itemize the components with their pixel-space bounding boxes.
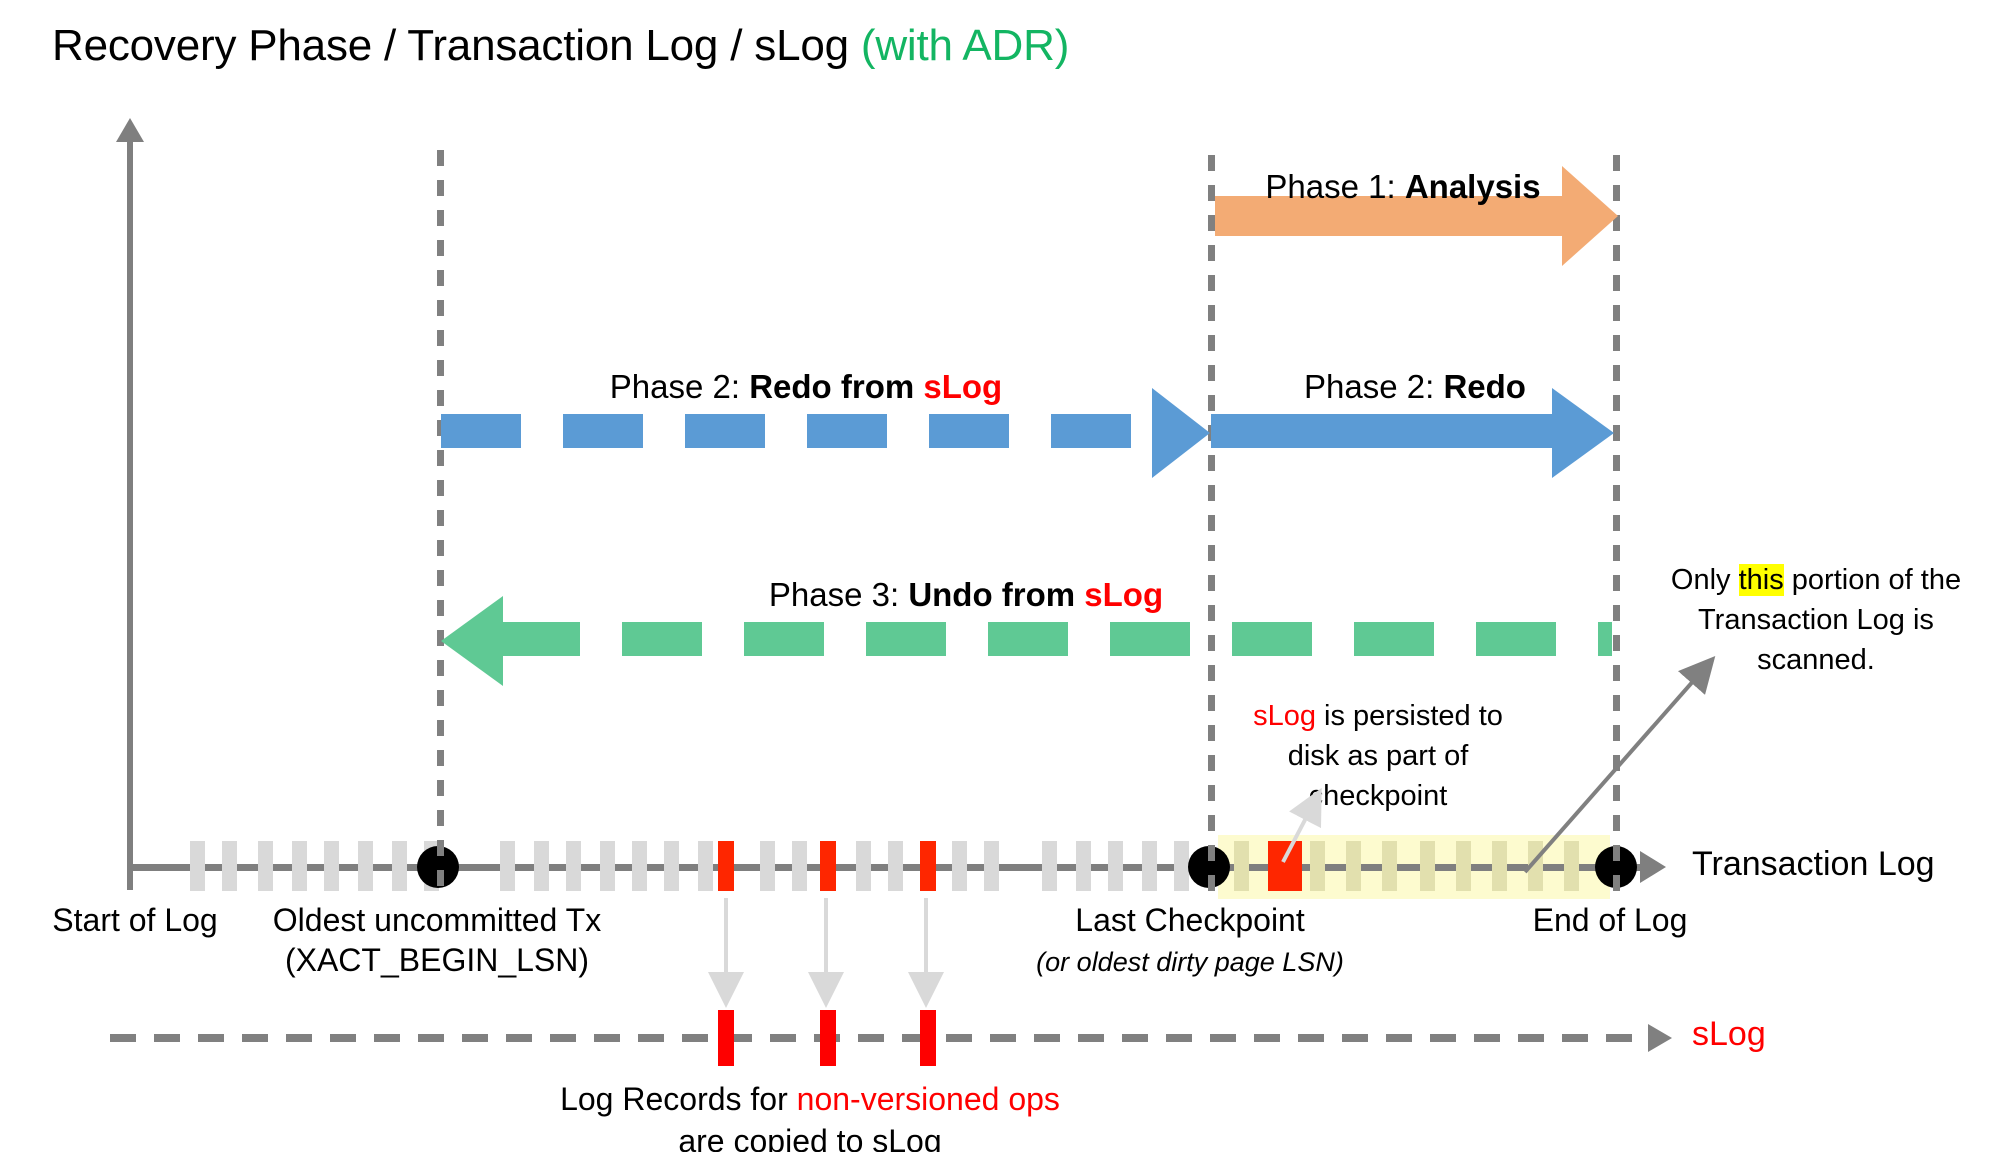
annotation-scanned-portion: Only this portion of the Transaction Log… [1646, 560, 1986, 680]
log-record-tick [984, 841, 999, 891]
marker-sublabel-xact-begin: (XACT_BEGIN_LSN) [284, 942, 590, 978]
guideline-last-checkpoint [1208, 155, 1215, 895]
nonversioned-log-record-tick [820, 841, 836, 891]
slog-record-tick [920, 1010, 936, 1066]
log-record-tick [1310, 841, 1325, 891]
marker-label-xact-begin: Oldest uncommitted Tx (XACT_BEGIN_LSN) [227, 900, 647, 980]
marker-label-start-of-log-text: Start of Log [52, 902, 218, 938]
log-record-tick [500, 841, 515, 891]
marker-label-end-of-log: End of Log [1470, 900, 1750, 940]
marker-label-last-checkpoint-text: Last Checkpoint [1075, 902, 1305, 938]
phase2-redo-from-slog-label: Phase 2: Redo from sLog [441, 368, 1171, 406]
log-record-tick [1528, 841, 1543, 891]
phase3-name-accent: sLog [1084, 576, 1164, 613]
phase2-redo-from-slog-arrow-bar [441, 414, 1167, 448]
guideline-xact-begin [437, 150, 444, 892]
log-record-tick [566, 841, 581, 891]
log-record-tick [324, 841, 339, 891]
slog-record-tick [820, 1010, 836, 1066]
log-record-tick [664, 841, 679, 891]
log-record-tick [1076, 841, 1091, 891]
phase3-name: Undo from [908, 576, 1085, 613]
slog-caption-accent: non-versioned ops [796, 1081, 1060, 1117]
annotation-scan-post: portion of the Transaction Log is scanne… [1698, 564, 1962, 676]
slog-axis-label: sLog [1692, 1015, 1766, 1053]
nonversioned-log-record-tick [718, 841, 734, 891]
transaction-log-axis-line [127, 864, 1647, 871]
page-title: Recovery Phase / Transaction Log / sLog … [52, 20, 1069, 72]
marker-label-end-of-log-text: End of Log [1532, 902, 1688, 938]
phase2s-name: Redo from [749, 368, 924, 405]
slog-arrowhead-icon [1648, 1024, 1672, 1052]
phase1-analysis-arrowhead-icon [1562, 166, 1618, 266]
marker-sublabel-last-checkpoint: (or oldest dirty page LSN) [1036, 947, 1344, 977]
log-record-tick [1564, 841, 1579, 891]
annotation-scan-highlight: this [1738, 564, 1784, 596]
phase2-redo-label: Phase 2: Redo [1215, 368, 1615, 406]
marker-label-start-of-log: Start of Log [0, 900, 280, 940]
phase1-name: Analysis [1404, 168, 1541, 205]
transaction-log-arrowhead-icon [1640, 851, 1666, 883]
vertical-axis-line [127, 130, 133, 890]
slog-record-tick [718, 1010, 734, 1066]
transaction-log-axis-label: Transaction Log [1692, 845, 1935, 883]
annotation-slog-persisted-checkpoint: sLog is persisted to disk as part of che… [1228, 696, 1528, 816]
annotation-scan-pre: Only [1670, 564, 1739, 596]
nonversioned-log-record-tick [920, 841, 936, 891]
slog-caption-pre: Log Records for [560, 1081, 797, 1117]
phase2s-name-accent: sLog [923, 368, 1003, 405]
log-record-tick [632, 841, 647, 891]
log-record-tick [392, 841, 407, 891]
log-record-tick [1142, 841, 1157, 891]
annotation-slog-accent: sLog [1253, 700, 1316, 732]
page-title-main: Recovery Phase / Transaction Log / sLog [52, 21, 861, 70]
phase2-redo-arrow-bar [1211, 414, 1559, 448]
slog-axis-line [110, 1034, 1650, 1042]
phase1-prefix: Phase 1: [1265, 168, 1405, 205]
log-record-tick [760, 841, 775, 891]
annotation-slog-rest: is persisted to disk as part of checkpoi… [1287, 700, 1503, 812]
phase3-undo-from-slog-label: Phase 3: Undo from sLog [441, 576, 1491, 614]
marker-label-xact-begin-text: Oldest uncommitted Tx [272, 902, 602, 938]
phase2s-prefix: Phase 2: [609, 368, 750, 405]
log-record-tick [1456, 841, 1471, 891]
phase3-undo-from-slog-arrow-bar [500, 622, 1612, 656]
slog-records-caption: Log Records for non-versioned ops are co… [500, 1078, 1120, 1152]
page-title-suffix: (with ADR) [860, 21, 1070, 70]
log-record-tick [792, 841, 807, 891]
log-record-tick [698, 841, 713, 891]
phase2-redo-from-slog-arrowhead-icon [1152, 388, 1210, 478]
log-record-tick [534, 841, 549, 891]
nonversioned-log-record-tick [1268, 841, 1302, 891]
phase3-prefix: Phase 3: [768, 576, 909, 613]
log-record-tick [952, 841, 967, 891]
log-record-tick [258, 841, 273, 891]
log-record-tick [856, 841, 871, 891]
marker-label-last-checkpoint: Last Checkpoint (or oldest dirty page LSN… [1000, 900, 1380, 980]
slog-caption-post: are copied to sLog [678, 1123, 942, 1152]
log-record-tick [600, 841, 615, 891]
log-record-tick [190, 841, 205, 891]
phase3-undo-from-slog-arrowhead-icon [441, 596, 503, 686]
phase2-redo-arrowhead-icon [1552, 388, 1614, 478]
log-record-tick [1174, 841, 1189, 891]
log-record-tick [1382, 841, 1397, 891]
log-record-tick [358, 841, 373, 891]
log-record-tick [1042, 841, 1057, 891]
phase1-analysis-label: Phase 1: Analysis [1228, 168, 1578, 206]
log-record-tick [1108, 841, 1123, 891]
log-record-tick [888, 841, 903, 891]
phase2-prefix: Phase 2: [1304, 368, 1444, 405]
log-record-tick [222, 841, 237, 891]
phase1-analysis-arrow-bar [1215, 196, 1577, 236]
phase2-name: Redo [1443, 368, 1526, 405]
log-record-tick [1234, 841, 1249, 891]
guideline-end-of-log [1613, 155, 1620, 895]
log-record-tick [292, 841, 307, 891]
log-record-tick [1346, 841, 1361, 891]
log-record-tick [1420, 841, 1435, 891]
log-record-tick [1492, 841, 1507, 891]
